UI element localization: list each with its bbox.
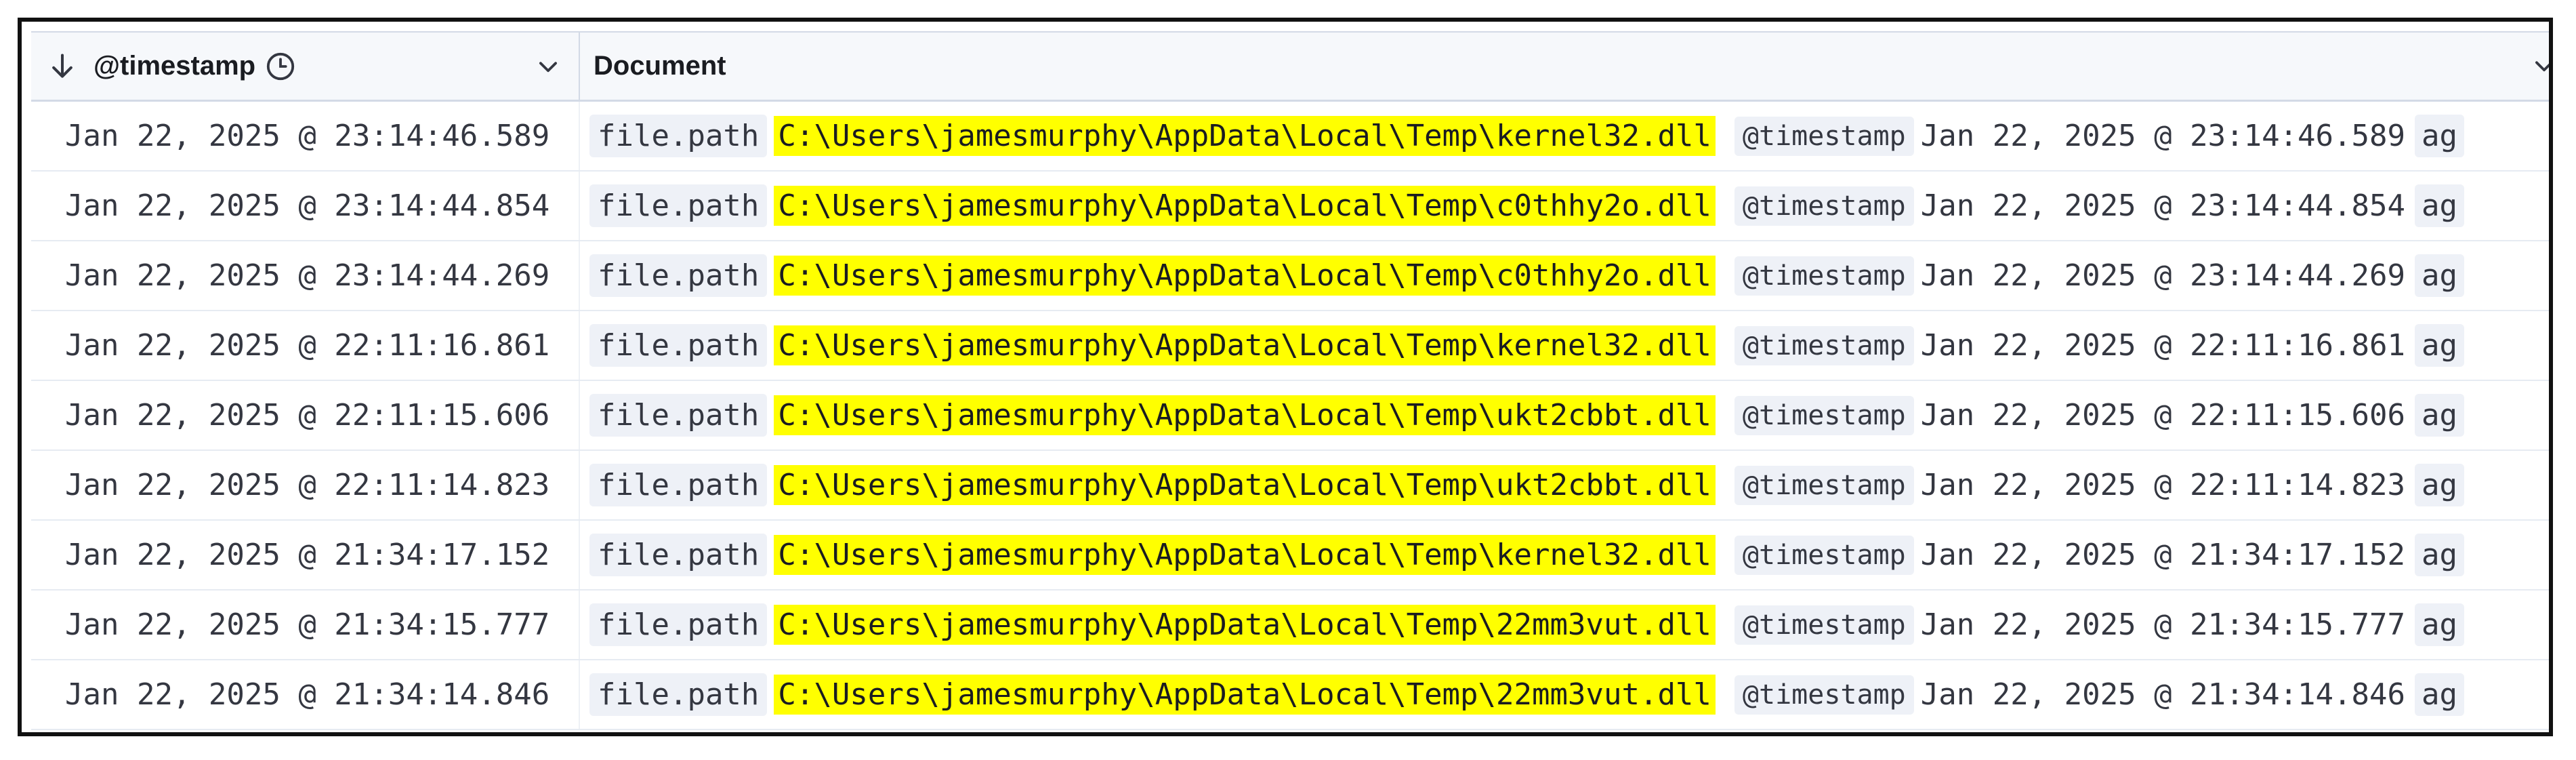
timestamp-value: Jan 22, 2025 @ 22:11:15.606 — [1920, 398, 2405, 433]
timestamp-value: Jan 22, 2025 @ 22:11:16.861 — [1920, 328, 2405, 363]
document-cell: file.path C:\Users\jamesmurphy\AppData\L… — [580, 115, 2549, 157]
field-key-truncated: ag — [2415, 254, 2464, 297]
field-key-timestamp: @timestamp — [1734, 535, 1914, 575]
field-key-truncated: ag — [2415, 115, 2464, 157]
field-key-truncated: ag — [2415, 673, 2464, 716]
file-path-value-highlighted: C:\Users\jamesmurphy\AppData\Local\Temp\… — [774, 465, 1716, 505]
timestamp-value: Jan 22, 2025 @ 23:14:44.269 — [1920, 258, 2405, 293]
document-column-header[interactable]: Document — [580, 33, 2553, 100]
table-row[interactable]: Jan 22, 2025 @ 23:14:44.269 file.path C:… — [31, 241, 2549, 311]
table-row[interactable]: Jan 22, 2025 @ 22:11:16.861 file.path C:… — [31, 311, 2549, 381]
timestamp-value: Jan 22, 2025 @ 22:11:14.823 — [1920, 468, 2405, 502]
field-key-timestamp: @timestamp — [1734, 325, 1914, 365]
file-path-value-highlighted: C:\Users\jamesmurphy\AppData\Local\Temp\… — [774, 325, 1716, 365]
field-key-file-path: file.path — [589, 603, 768, 646]
file-path-value-highlighted: C:\Users\jamesmurphy\AppData\Local\Temp\… — [774, 186, 1716, 226]
timestamp-cell: Jan 22, 2025 @ 22:11:16.861 — [31, 311, 580, 380]
field-key-truncated: ag — [2415, 534, 2464, 576]
document-cell: file.path C:\Users\jamesmurphy\AppData\L… — [580, 603, 2549, 646]
table-header: @timestamp Document — [31, 31, 2553, 102]
field-key-file-path: file.path — [589, 534, 768, 576]
chevron-down-icon[interactable] — [2531, 53, 2553, 79]
field-key-file-path: file.path — [589, 464, 768, 506]
file-path-value-highlighted: C:\Users\jamesmurphy\AppData\Local\Temp\… — [774, 535, 1716, 575]
timestamp-cell: Jan 22, 2025 @ 21:34:15.777 — [31, 591, 580, 659]
file-path-value-highlighted: C:\Users\jamesmurphy\AppData\Local\Temp\… — [774, 605, 1716, 645]
timestamp-cell: Jan 22, 2025 @ 21:34:17.152 — [31, 521, 580, 589]
file-path-value-highlighted: C:\Users\jamesmurphy\AppData\Local\Temp\… — [774, 256, 1716, 296]
field-key-timestamp: @timestamp — [1734, 186, 1914, 226]
table-row[interactable]: Jan 22, 2025 @ 22:11:15.606 file.path C:… — [31, 381, 2549, 451]
field-key-truncated: ag — [2415, 603, 2464, 646]
document-cell: file.path C:\Users\jamesmurphy\AppData\L… — [580, 464, 2549, 506]
timestamp-cell: Jan 22, 2025 @ 22:11:14.823 — [31, 451, 580, 519]
table-row[interactable]: Jan 22, 2025 @ 22:11:14.823 file.path C:… — [31, 451, 2549, 521]
timestamp-value: Jan 22, 2025 @ 21:34:17.152 — [1920, 538, 2405, 572]
file-path-value-highlighted: C:\Users\jamesmurphy\AppData\Local\Temp\… — [774, 675, 1716, 715]
timestamp-column-header[interactable]: @timestamp — [31, 33, 580, 100]
timestamp-cell: Jan 22, 2025 @ 23:14:46.589 — [31, 102, 580, 170]
field-key-file-path: file.path — [589, 115, 768, 157]
field-key-timestamp: @timestamp — [1734, 256, 1914, 296]
file-path-value-highlighted: C:\Users\jamesmurphy\AppData\Local\Temp\… — [774, 395, 1716, 435]
table-row[interactable]: Jan 22, 2025 @ 21:34:14.846 file.path C:… — [31, 660, 2549, 730]
clock-icon — [266, 52, 295, 80]
field-key-truncated: ag — [2415, 464, 2464, 506]
screenshot-frame: @timestamp Document Jan 22, 2025 @ 23:14… — [18, 18, 2553, 736]
timestamp-cell: Jan 22, 2025 @ 21:34:14.846 — [31, 660, 580, 729]
arrow-down-icon[interactable] — [47, 52, 77, 81]
table-row[interactable]: Jan 22, 2025 @ 21:34:17.152 file.path C:… — [31, 521, 2549, 591]
chevron-down-icon[interactable] — [535, 54, 561, 79]
field-key-file-path: file.path — [589, 673, 768, 716]
document-cell: file.path C:\Users\jamesmurphy\AppData\L… — [580, 254, 2549, 297]
timestamp-cell: Jan 22, 2025 @ 23:14:44.854 — [31, 172, 580, 240]
field-key-file-path: file.path — [589, 324, 768, 367]
document-cell: file.path C:\Users\jamesmurphy\AppData\L… — [580, 673, 2549, 716]
table-row[interactable]: Jan 22, 2025 @ 21:34:15.777 file.path C:… — [31, 591, 2549, 660]
document-cell: file.path C:\Users\jamesmurphy\AppData\L… — [580, 394, 2549, 437]
table-row[interactable]: Jan 22, 2025 @ 23:14:44.854 file.path C:… — [31, 172, 2549, 241]
field-key-timestamp: @timestamp — [1734, 395, 1914, 435]
timestamp-value: Jan 22, 2025 @ 21:34:15.777 — [1920, 607, 2405, 642]
field-key-truncated: ag — [2415, 324, 2464, 367]
document-cell: file.path C:\Users\jamesmurphy\AppData\L… — [580, 534, 2549, 576]
document-cell: file.path C:\Users\jamesmurphy\AppData\L… — [580, 324, 2549, 367]
field-key-timestamp: @timestamp — [1734, 675, 1914, 715]
file-path-value-highlighted: C:\Users\jamesmurphy\AppData\Local\Temp\… — [774, 116, 1716, 156]
table-body: Jan 22, 2025 @ 23:14:46.589 file.path C:… — [31, 102, 2549, 730]
timestamp-value: Jan 22, 2025 @ 21:34:14.846 — [1920, 677, 2405, 712]
timestamp-cell: Jan 22, 2025 @ 23:14:44.269 — [31, 241, 580, 310]
document-column-label: Document — [594, 51, 726, 81]
field-key-timestamp: @timestamp — [1734, 605, 1914, 645]
timestamp-value: Jan 22, 2025 @ 23:14:46.589 — [1920, 119, 2405, 153]
timestamp-column-label: @timestamp — [94, 51, 256, 81]
field-key-file-path: file.path — [589, 394, 768, 437]
field-key-timestamp: @timestamp — [1734, 116, 1914, 156]
field-key-truncated: ag — [2415, 184, 2464, 227]
field-key-timestamp: @timestamp — [1734, 465, 1914, 505]
field-key-truncated: ag — [2415, 394, 2464, 437]
timestamp-value: Jan 22, 2025 @ 23:14:44.854 — [1920, 188, 2405, 223]
field-key-file-path: file.path — [589, 254, 768, 297]
timestamp-cell: Jan 22, 2025 @ 22:11:15.606 — [31, 381, 580, 449]
document-table: @timestamp Document Jan 22, 2025 @ 23:14… — [31, 31, 2553, 730]
table-row[interactable]: Jan 22, 2025 @ 23:14:46.589 file.path C:… — [31, 102, 2549, 172]
field-key-file-path: file.path — [589, 184, 768, 227]
document-cell: file.path C:\Users\jamesmurphy\AppData\L… — [580, 184, 2549, 227]
